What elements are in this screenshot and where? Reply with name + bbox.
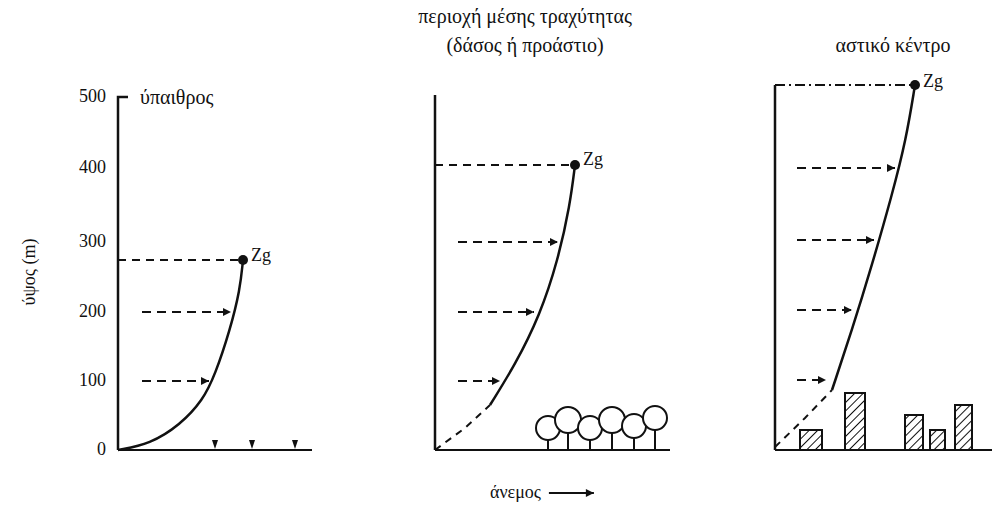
wind-arrow: [797, 379, 826, 381]
gradient-height-label: Zg: [923, 72, 943, 92]
gradient-point: [910, 80, 920, 90]
tree-crown: [599, 407, 625, 433]
building: [905, 415, 923, 450]
wind-profile-curve: [490, 165, 575, 405]
tree-trunk: [567, 432, 569, 449]
tick-label: 500: [79, 87, 106, 107]
wind-arrow: [458, 311, 534, 313]
tree-trunk: [611, 432, 613, 449]
wind-profile-curve: [832, 85, 915, 390]
tick-label: 0: [97, 440, 106, 460]
wind-arrow: [458, 380, 500, 382]
legend-text: άνεμος: [490, 483, 541, 503]
ground-obstacle: [212, 440, 218, 449]
wind-arrow: [797, 167, 895, 169]
wind-arrow: [142, 311, 231, 313]
gradient-height-line: [435, 164, 572, 166]
tree-crown: [643, 406, 667, 430]
tick-label: 200: [79, 302, 106, 322]
wind-arrow: [797, 309, 852, 311]
gradient-height-line: [118, 259, 240, 261]
ground-line: [118, 449, 312, 451]
axis-label: ύψος (m): [20, 239, 40, 306]
building: [845, 393, 865, 450]
wind-profile-extrapolation: [435, 405, 490, 450]
tick-label: 400: [79, 158, 106, 178]
ground-line: [435, 449, 670, 451]
gradient-height-label: Zg: [251, 246, 271, 266]
panel-title: περιοχή μέσης τραχύτητας: [418, 5, 632, 27]
gradient-height-line: [775, 84, 912, 86]
gradient-point: [570, 160, 580, 170]
gradient-height-label: Zg: [583, 150, 603, 170]
wind-arrow: [142, 380, 209, 382]
panel-title: ύπαιθρος: [140, 86, 213, 108]
tick-label: 300: [79, 232, 106, 252]
panel-title: αστικό κέντρο: [836, 34, 951, 56]
tick-label: 100: [79, 371, 106, 391]
wind-profile-curve: [118, 260, 243, 450]
ground-obstacle: [249, 440, 255, 449]
height-axis: [118, 97, 128, 450]
height-axis: [774, 85, 777, 450]
tree-trunk: [654, 428, 656, 449]
building: [955, 405, 972, 450]
panel-subtitle: (δάσος ή προάστιο): [446, 34, 603, 56]
wind-arrow: [549, 492, 594, 494]
gradient-point: [238, 255, 248, 265]
height-axis: [434, 95, 437, 450]
building: [930, 430, 945, 450]
building: [800, 430, 822, 450]
wind-arrow: [797, 239, 874, 241]
wind-arrow: [458, 241, 558, 243]
ground-obstacle: [292, 440, 298, 449]
